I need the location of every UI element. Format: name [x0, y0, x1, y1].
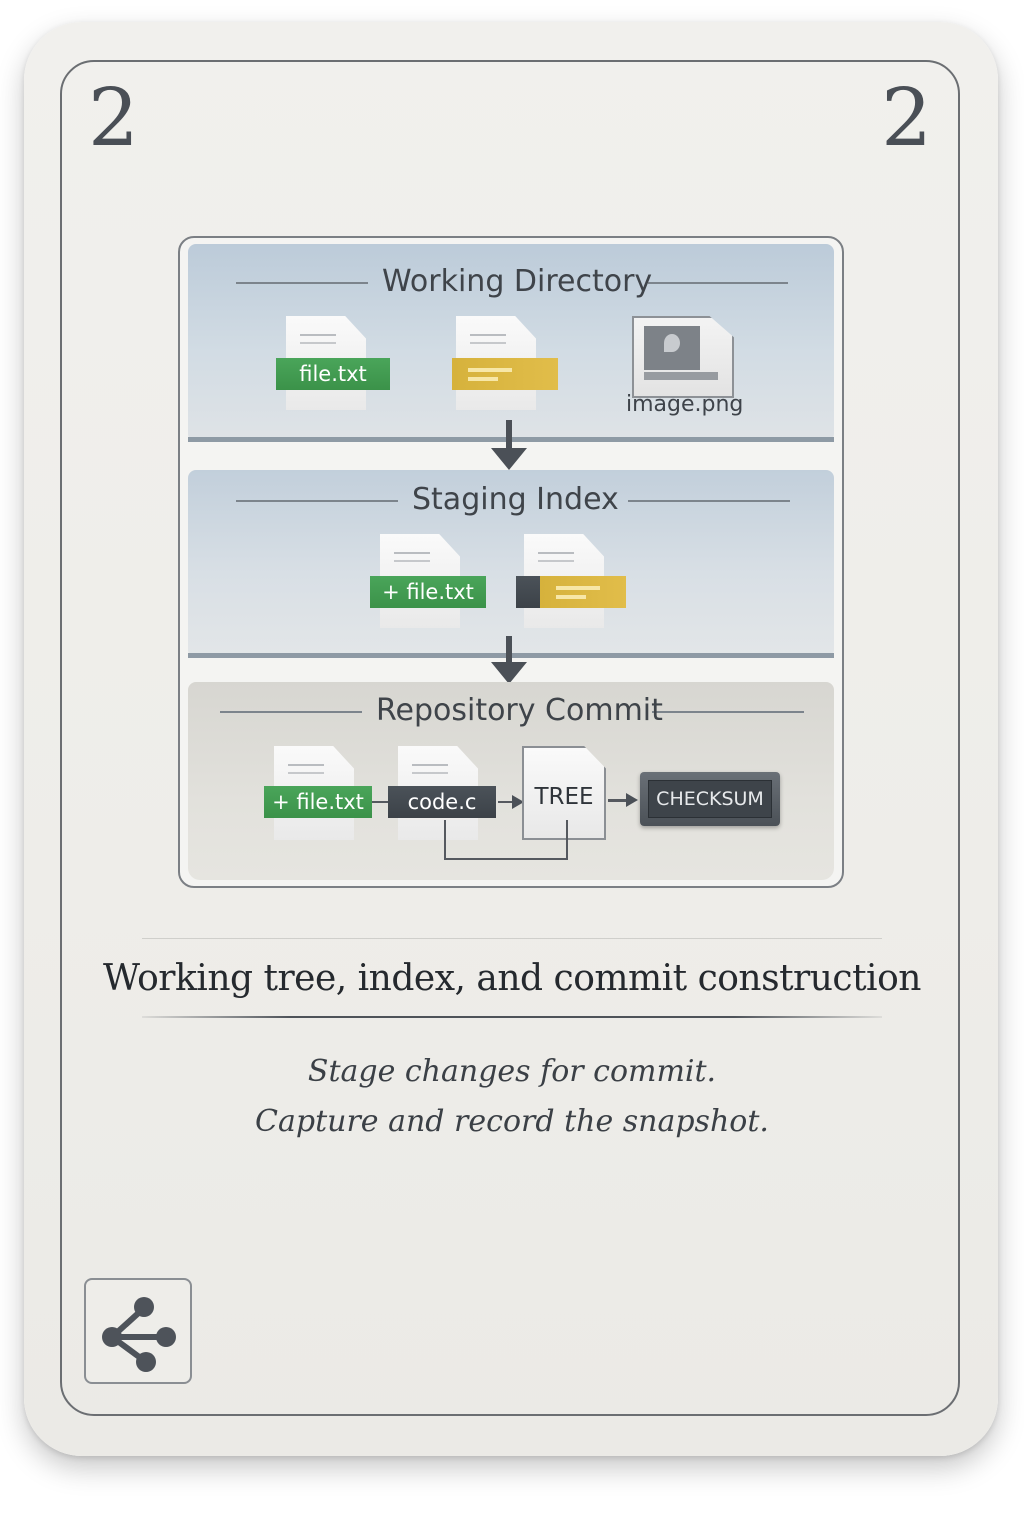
working-directory-title: Working Directory — [382, 264, 653, 299]
rank-top-right: 2 — [881, 71, 932, 164]
card-title: Working tree, index, and commit construc… — [103, 958, 921, 999]
arrow-down-icon — [506, 420, 512, 450]
divider-line — [236, 282, 368, 284]
checksum-label: CHECKSUM — [648, 780, 772, 818]
staged-modified-tag — [540, 576, 626, 608]
share-icon-box — [84, 1278, 192, 1384]
tree-icon — [522, 746, 606, 840]
tree-label: TREE — [534, 784, 594, 810]
arrow-right-icon — [626, 793, 638, 807]
share-icon — [102, 1297, 176, 1372]
card-border — [60, 60, 960, 1416]
divider-line — [628, 500, 790, 502]
divider — [142, 1016, 882, 1018]
caption-line-2: Capture and record the snapshot. — [255, 1104, 769, 1139]
rank-top-left: 2 — [88, 71, 139, 164]
divider-line — [652, 711, 804, 713]
arrow-down-icon — [491, 662, 527, 684]
code-file-tag: code.c — [388, 786, 496, 818]
repository-commit-title: Repository Commit — [376, 693, 663, 728]
arrow-down-icon — [506, 636, 512, 664]
divider-line — [236, 500, 398, 502]
arrow-down-icon — [491, 448, 527, 470]
caption-line-1: Stage changes for commit. — [307, 1054, 717, 1089]
file-tag-file-txt: file.txt — [276, 358, 390, 390]
arrow-right-icon — [512, 795, 524, 809]
divider-line — [220, 711, 362, 713]
image-icon — [644, 326, 700, 370]
commit-file-tag: + file.txt — [264, 786, 372, 818]
staged-file-tag: + file.txt — [370, 576, 486, 608]
divider — [142, 938, 882, 939]
staging-index-title: Staging Index — [412, 482, 619, 517]
image-file-label: image.png — [626, 392, 744, 417]
divider-line — [648, 282, 788, 284]
modified-file-tag — [452, 358, 558, 390]
